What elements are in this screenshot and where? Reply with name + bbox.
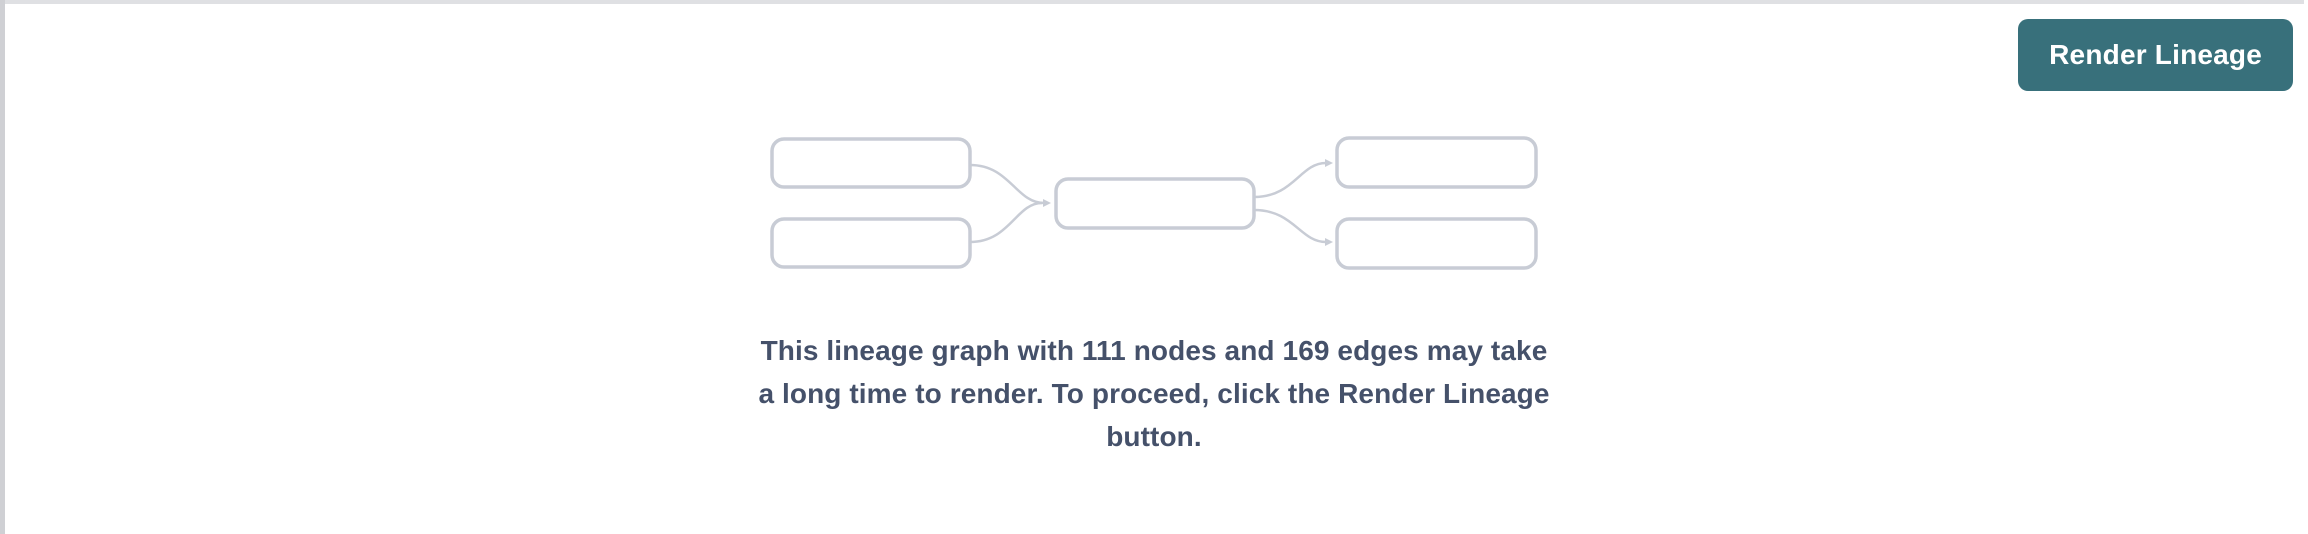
graph-node-center bbox=[1054, 177, 1256, 230]
warning-line-1: This lineage graph with 111 nodes and 16… bbox=[760, 335, 1548, 366]
warning-line-2: a long time to render. To proceed, click… bbox=[758, 378, 1550, 409]
graph-node-downstream-top bbox=[1335, 136, 1538, 189]
lineage-empty-state: This lineage graph with 111 nodes and 16… bbox=[0, 134, 2308, 458]
graph-edge-downstream-top bbox=[1253, 159, 1333, 199]
warning-line-3: button. bbox=[1106, 421, 1202, 452]
left-panel-divider bbox=[0, 0, 5, 534]
render-warning-message: This lineage graph with 111 nodes and 16… bbox=[758, 329, 1549, 458]
lineage-placeholder-illustration bbox=[770, 136, 1538, 270]
graph-node-downstream-bottom bbox=[1335, 217, 1538, 270]
graph-node-upstream-bottom bbox=[770, 217, 972, 269]
graph-edge-downstream-bottom bbox=[1253, 208, 1333, 246]
graph-node-upstream-top bbox=[770, 137, 972, 189]
render-lineage-button[interactable]: Render Lineage bbox=[2018, 19, 2293, 91]
top-panel-divider bbox=[5, 0, 2304, 4]
graph-edge-upstream-top bbox=[969, 163, 1051, 207]
graph-edge-upstream-bottom bbox=[969, 201, 1043, 244]
